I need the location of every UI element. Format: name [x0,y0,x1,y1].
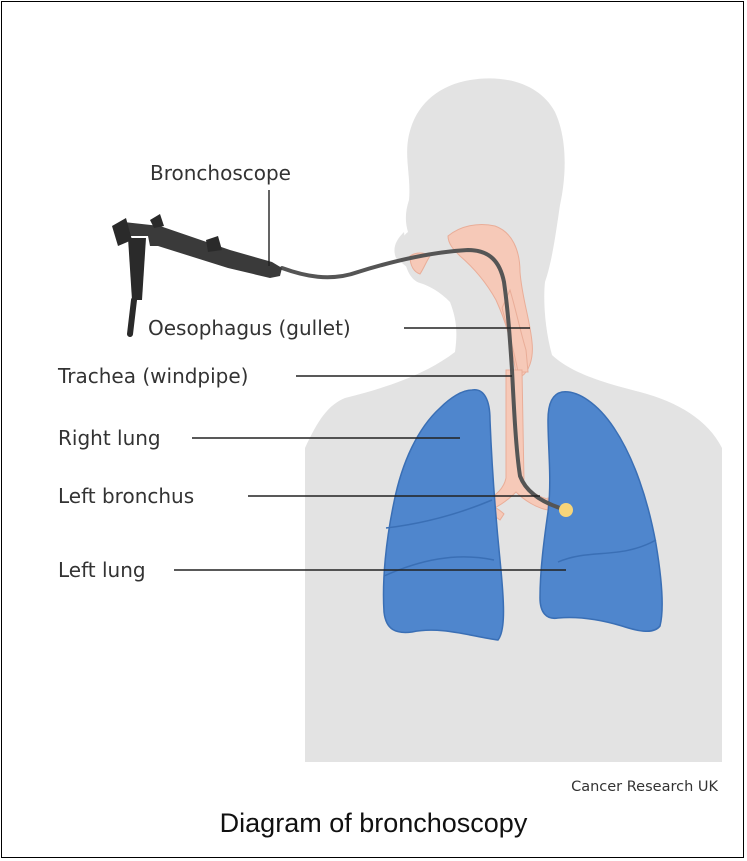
label-left-lung: Left lung [58,558,146,582]
label-oesophagus: Oesophagus (gullet) [148,316,351,340]
bronchoscope-valve [206,236,222,252]
label-bronchoscope: Bronchoscope [150,161,291,185]
bronchoscope-grip [128,238,146,300]
bronchoscope-handle [124,222,282,278]
label-left-bronchus: Left bronchus [58,484,194,508]
bronchoscope-cable [130,300,134,334]
label-trachea: Trachea (windpipe) [57,364,249,388]
bronchoscope-tip-light [559,503,573,517]
label-right-lung: Right lung [58,426,161,450]
credit-text: Cancer Research UK [571,779,718,795]
diagram-caption: Diagram of bronchoscopy [0,808,747,839]
